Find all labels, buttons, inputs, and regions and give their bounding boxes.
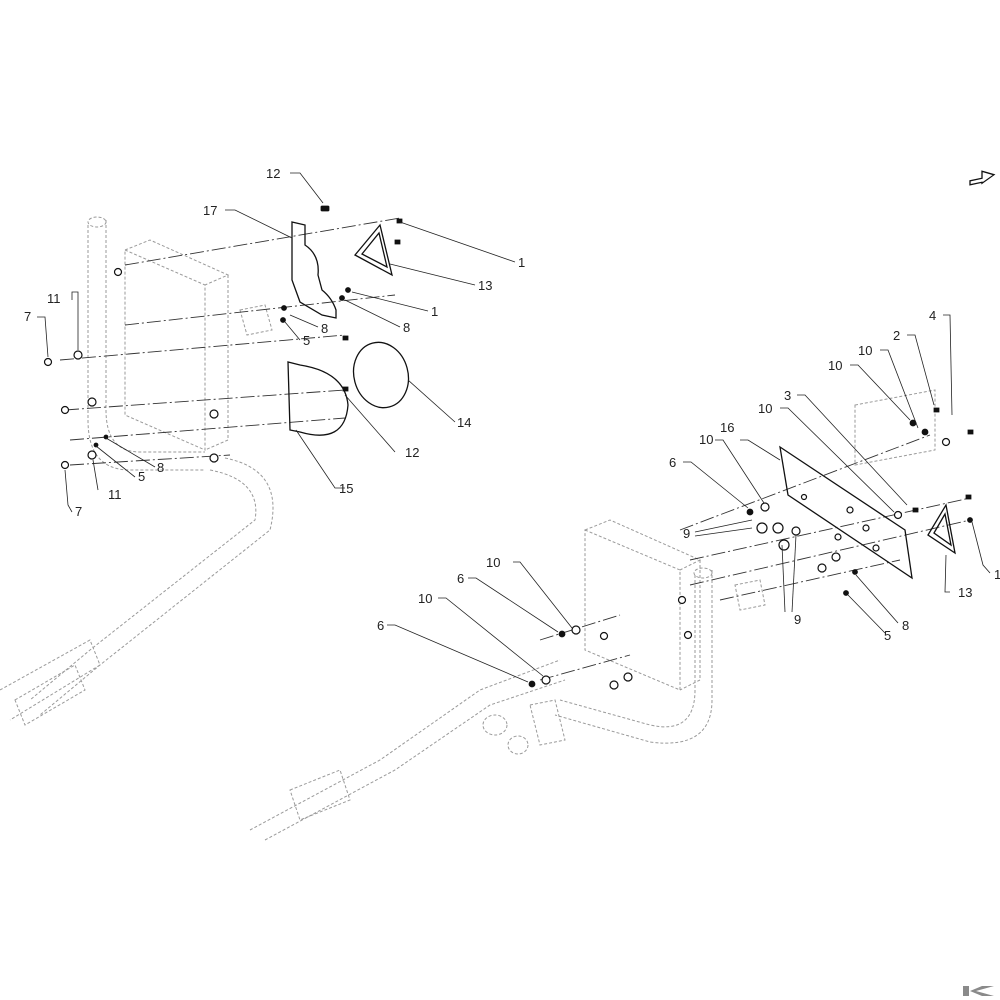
callout-6: 6	[457, 571, 464, 586]
callout-10: 10	[418, 591, 432, 606]
callout-4: 4	[929, 308, 936, 323]
hardware-left	[43, 205, 403, 470]
centerlines	[59, 217, 971, 681]
callout-1: 1	[431, 304, 438, 319]
callout-1: 1	[518, 255, 525, 270]
callout-7: 7	[75, 504, 82, 519]
callout-11: 11	[47, 291, 61, 306]
callout-9: 9	[683, 526, 690, 541]
callout-11: 11	[108, 487, 122, 502]
callout-8: 8	[403, 320, 410, 335]
callout-1: 1	[994, 567, 1000, 582]
callout-10: 10	[699, 432, 713, 447]
callout-10: 10	[486, 555, 500, 570]
callout-15: 15	[339, 481, 353, 496]
kramp-logo-icon	[963, 986, 994, 996]
callout-12: 12	[266, 166, 280, 181]
callout-10: 10	[758, 401, 772, 416]
disc-reflector-14	[352, 341, 410, 409]
callout-3: 3	[784, 388, 791, 403]
callout-10: 10	[858, 343, 872, 358]
callout-16: 16	[720, 420, 734, 435]
arrow-icon	[969, 170, 996, 186]
callout-8: 8	[902, 618, 909, 633]
machine-frame	[0, 216, 936, 841]
triangle-reflector-13-left	[353, 223, 393, 277]
callout-9: 9	[794, 612, 801, 627]
triangle-reflector-13-right	[927, 503, 956, 555]
callout-6: 6	[377, 618, 384, 633]
callout-12: 12	[405, 445, 419, 460]
callout-14: 14	[457, 415, 471, 430]
callout-17: 17	[203, 203, 217, 218]
plate-part-16	[779, 445, 913, 580]
callout-10: 10	[828, 358, 842, 373]
callout-8: 8	[157, 460, 164, 475]
callout-8: 8	[321, 321, 328, 336]
callout-2: 2	[893, 328, 900, 343]
callout-labels: 12 17 1 13 11 7 8 1 8 5 14 12 8 5 11 7 1…	[24, 166, 1000, 643]
callout-5: 5	[884, 628, 891, 643]
leader-lines	[37, 172, 991, 683]
hardware-right	[528, 407, 974, 690]
plate-part-15	[287, 361, 349, 436]
callout-13: 13	[478, 278, 492, 293]
callout-7: 7	[24, 309, 31, 324]
callout-5: 5	[303, 333, 310, 348]
bracket-part-17	[291, 221, 337, 319]
callout-6: 6	[669, 455, 676, 470]
callout-13: 13	[958, 585, 972, 600]
callout-5: 5	[138, 469, 145, 484]
